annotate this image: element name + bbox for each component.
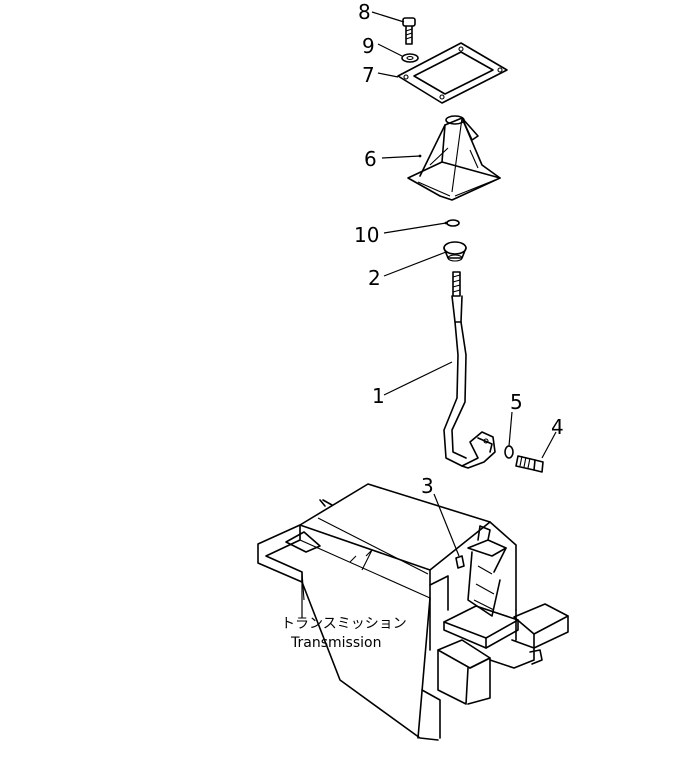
part-8-bolt xyxy=(402,17,416,45)
callout-10: 10 xyxy=(354,223,379,247)
callout-5: 5 xyxy=(510,390,523,414)
part-5-washer xyxy=(504,445,514,459)
callout-9: 9 xyxy=(362,34,375,58)
callout-6: 6 xyxy=(364,147,377,171)
part-6-boot xyxy=(407,115,501,201)
callout-leaders xyxy=(301,11,557,618)
callout-7: 7 xyxy=(362,63,375,87)
callout-4: 4 xyxy=(551,415,564,439)
transmission-housing xyxy=(257,483,569,741)
part-9-washer xyxy=(401,53,419,63)
caption-japanese: トランスミッション xyxy=(281,616,407,632)
part-4-bolt xyxy=(515,455,544,473)
part-7-cover-plate xyxy=(397,42,508,104)
part-2-knob xyxy=(443,241,467,262)
part-1-shift-lever xyxy=(443,271,496,469)
callout-2: 2 xyxy=(368,266,381,290)
callout-1: 1 xyxy=(372,384,385,408)
callout-8: 8 xyxy=(358,0,371,24)
caption-english: Transmission xyxy=(290,635,381,651)
callout-3: 3 xyxy=(421,474,434,498)
part-10-o-ring xyxy=(446,219,460,227)
